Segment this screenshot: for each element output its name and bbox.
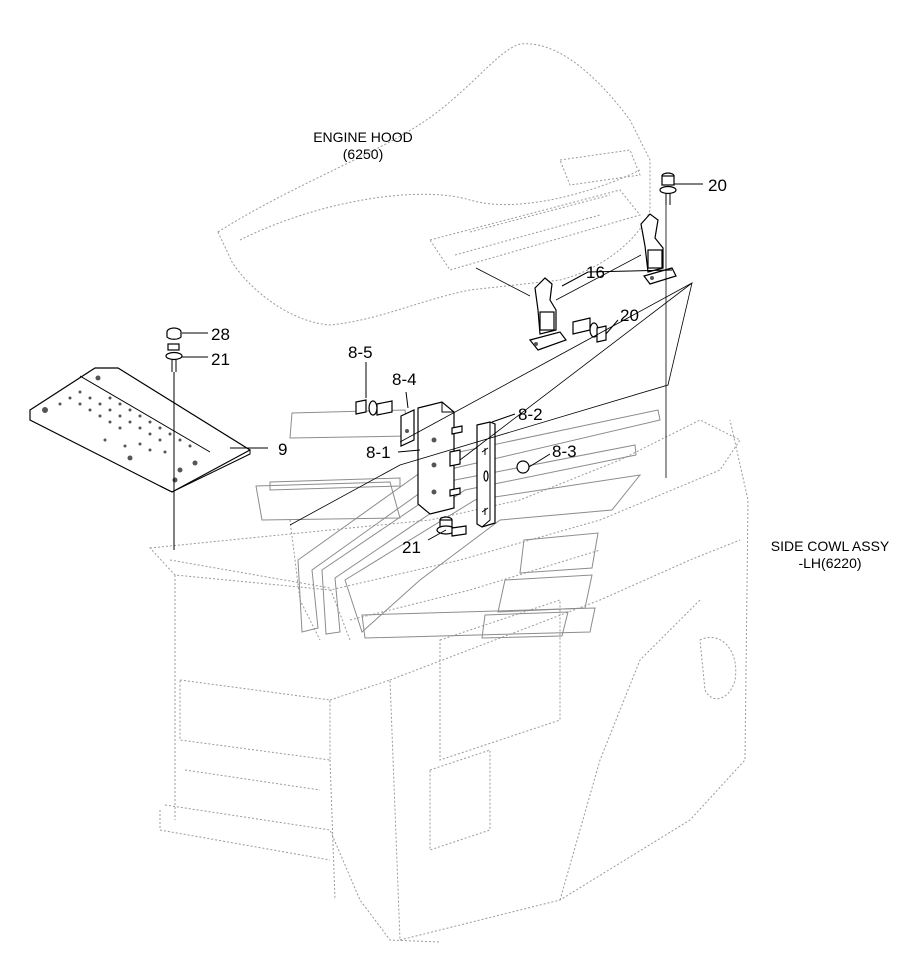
part-number-9: 9 xyxy=(278,440,287,459)
engine-hood-code: (6250) xyxy=(343,146,383,162)
strip-part-8-2 xyxy=(476,421,496,528)
assembly-center-lines xyxy=(173,205,693,550)
part-number-8-2: 8-2 xyxy=(518,405,543,424)
bolt-part-8-5 xyxy=(355,399,393,416)
part-number-21-top: 21 xyxy=(211,350,230,369)
part-number-20-mid: 20 xyxy=(620,306,639,325)
bracket-part-8-1 xyxy=(417,401,455,515)
hood-latch-part-16-right xyxy=(640,213,677,285)
part-number-8-5: 8-5 xyxy=(348,343,373,362)
engine-hood-label: ENGINE HOOD xyxy=(313,129,413,145)
bolt-part-20-top xyxy=(659,172,677,205)
part-number-20-top: 20 xyxy=(708,176,727,195)
bolt-part-20-mid xyxy=(572,317,607,343)
part-number-8-1: 8-1 xyxy=(366,443,391,462)
leader-lines xyxy=(182,183,703,541)
step-plate-part-9 xyxy=(29,367,252,493)
part-number-16: 16 xyxy=(586,263,605,282)
cowl-stripe-decals xyxy=(255,409,661,639)
part-number-8-3: 8-3 xyxy=(552,442,577,461)
side-cowl-label: SIDE COWL ASSY xyxy=(771,538,890,554)
part-number-28: 28 xyxy=(211,325,230,344)
hood-latch-part-16-left xyxy=(528,277,567,351)
part-number-21-bottom: 21 xyxy=(402,538,421,557)
side-cowl-code: -LH(6220) xyxy=(798,555,861,571)
angle-bracket-part-8-4 xyxy=(400,409,415,447)
part-number-8-4: 8-4 xyxy=(392,370,417,389)
cap-part-8-3 xyxy=(516,460,530,474)
bracket-studs xyxy=(449,425,463,497)
engine-hood-outline xyxy=(217,43,651,326)
